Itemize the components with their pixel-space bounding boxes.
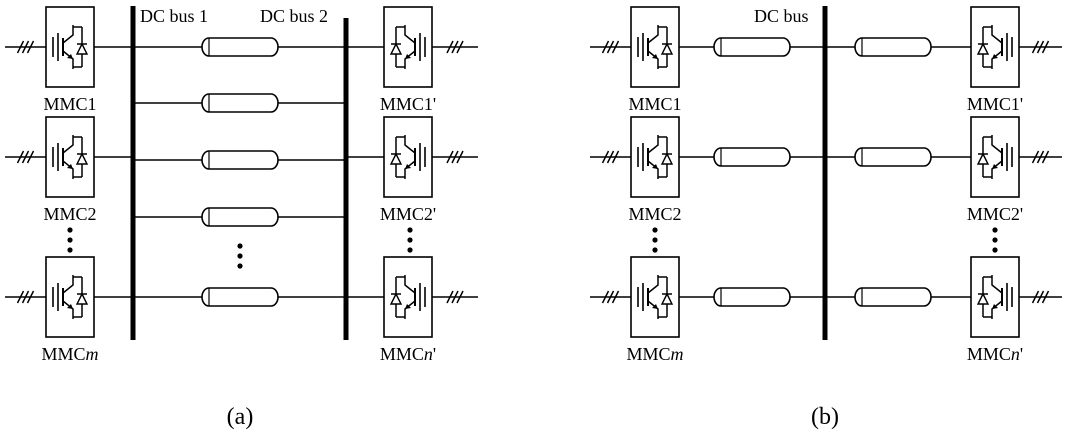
ellipsis-dots bbox=[652, 227, 658, 253]
mmc-converter-icon bbox=[970, 116, 1020, 198]
mmc-converter-icon bbox=[970, 256, 1020, 338]
ellipsis-dots bbox=[67, 227, 73, 253]
converter-label: MMC2 bbox=[43, 204, 96, 224]
panel-a-caption: (a) bbox=[227, 404, 254, 430]
dc-bus-2-label: DC bus 2 bbox=[260, 6, 328, 26]
ellipsis-dots bbox=[992, 227, 998, 253]
panel-b-caption: (b) bbox=[811, 404, 839, 430]
ac-terminal-icon bbox=[590, 290, 631, 304]
ellipsis-dots bbox=[237, 243, 243, 269]
ac-terminal-icon bbox=[5, 40, 46, 54]
ac-terminal-icon bbox=[590, 150, 631, 164]
mmc-converter-icon bbox=[45, 116, 95, 198]
dc-cable-icon bbox=[201, 207, 279, 227]
converter-label: MMC2 bbox=[628, 204, 681, 224]
dc-cable-icon bbox=[201, 287, 279, 307]
mmc-converter-icon bbox=[45, 6, 95, 88]
converter-label: MMC2' bbox=[967, 204, 1023, 224]
dc-cable-icon bbox=[854, 287, 932, 307]
dc-cable-icon bbox=[201, 37, 279, 57]
converter-label: MMCm bbox=[626, 344, 683, 364]
mmc-converter-icon bbox=[383, 116, 433, 198]
converter-label: MMC2' bbox=[380, 204, 436, 224]
ac-terminal-icon bbox=[432, 290, 478, 304]
dc-bus-label: DC bus bbox=[754, 6, 809, 26]
ac-terminal-icon bbox=[590, 40, 631, 54]
dc-cable-icon bbox=[713, 147, 791, 167]
mmc-converter-icon bbox=[630, 116, 680, 198]
converter-label: MMC1 bbox=[43, 94, 96, 114]
converter-label: MMCn' bbox=[380, 344, 436, 364]
converter-label: MMCm bbox=[41, 344, 98, 364]
mmc-converter-icon bbox=[383, 256, 433, 338]
dc-cable-icon bbox=[713, 287, 791, 307]
ac-terminal-icon bbox=[432, 150, 478, 164]
ac-terminal-icon bbox=[1019, 150, 1062, 164]
dc-cable-icon bbox=[201, 150, 279, 170]
dc-cable-icon bbox=[854, 37, 932, 57]
mmc-converter-icon bbox=[630, 256, 680, 338]
ac-terminal-icon bbox=[5, 150, 46, 164]
mmc-converter-icon bbox=[45, 256, 95, 338]
ellipsis-dots bbox=[407, 227, 413, 253]
dc-bus-1-label: DC bus 1 bbox=[140, 6, 208, 26]
converter-label: MMC1' bbox=[380, 94, 436, 114]
ac-terminal-icon bbox=[1019, 290, 1062, 304]
ac-terminal-icon bbox=[5, 290, 46, 304]
dc-cable-icon bbox=[201, 93, 279, 113]
ac-terminal-icon bbox=[432, 40, 478, 54]
converter-label: MMCn' bbox=[967, 344, 1023, 364]
dc-cable-icon bbox=[713, 37, 791, 57]
mmc-converter-icon bbox=[630, 6, 680, 88]
converter-label: MMC1' bbox=[967, 94, 1023, 114]
mmc-converter-icon bbox=[970, 6, 1020, 88]
ac-terminal-icon bbox=[1019, 40, 1062, 54]
dc-cable-icon bbox=[854, 147, 932, 167]
mmc-converter-icon bbox=[383, 6, 433, 88]
converter-label: MMC1 bbox=[628, 94, 681, 114]
panel-a: DC bus 1 DC bus 2 MMC1 MMC1' MMC2 MMC2' MMCm MM… bbox=[5, 6, 478, 364]
